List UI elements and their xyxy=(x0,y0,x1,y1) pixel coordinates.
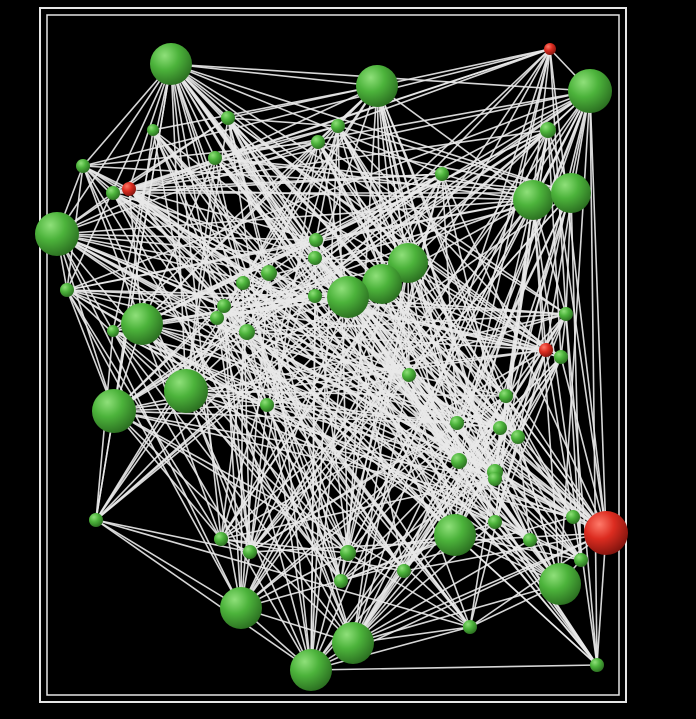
green-node xyxy=(76,159,90,173)
green-node xyxy=(217,299,231,313)
green-node xyxy=(513,180,553,220)
green-node xyxy=(340,545,356,561)
green-node xyxy=(331,119,345,133)
green-node xyxy=(243,545,257,559)
green-node xyxy=(106,186,120,200)
green-node xyxy=(499,389,513,403)
green-node xyxy=(568,69,612,113)
green-node xyxy=(559,307,573,321)
green-node xyxy=(308,251,322,265)
green-node xyxy=(463,620,477,634)
green-node xyxy=(451,453,467,469)
green-node xyxy=(309,233,323,247)
green-node xyxy=(220,587,262,629)
green-node xyxy=(554,350,568,364)
green-node xyxy=(260,398,274,412)
green-node xyxy=(60,283,74,297)
green-node xyxy=(450,416,464,430)
green-node xyxy=(308,289,322,303)
green-node xyxy=(92,389,136,433)
green-node xyxy=(511,430,525,444)
green-node xyxy=(261,265,277,281)
green-node xyxy=(356,65,398,107)
green-node xyxy=(434,514,476,556)
green-node xyxy=(121,303,163,345)
green-node xyxy=(210,311,224,325)
green-node xyxy=(397,564,411,578)
red-node xyxy=(122,182,136,196)
green-node xyxy=(493,421,507,435)
green-node xyxy=(551,173,591,213)
green-node xyxy=(539,563,581,605)
green-node xyxy=(221,111,235,125)
green-node xyxy=(402,368,416,382)
green-node xyxy=(311,135,325,149)
green-node xyxy=(334,574,348,588)
red-node xyxy=(544,43,556,55)
green-node xyxy=(327,276,369,318)
green-node xyxy=(590,658,604,672)
green-node xyxy=(435,167,449,181)
green-node xyxy=(150,43,192,85)
green-node xyxy=(523,533,537,547)
red-node xyxy=(539,343,553,357)
green-node xyxy=(488,472,502,486)
red-node xyxy=(584,511,628,555)
green-node xyxy=(147,124,159,136)
green-node xyxy=(574,553,588,567)
green-node xyxy=(164,369,208,413)
green-node xyxy=(332,622,374,664)
green-node xyxy=(89,513,103,527)
green-node xyxy=(35,212,79,256)
green-node xyxy=(239,324,255,340)
green-node xyxy=(107,325,119,337)
green-node xyxy=(214,532,228,546)
green-node xyxy=(540,122,556,138)
green-node xyxy=(208,151,222,165)
green-node xyxy=(566,510,580,524)
green-node xyxy=(236,276,250,290)
green-node xyxy=(488,515,502,529)
green-node xyxy=(290,649,332,691)
